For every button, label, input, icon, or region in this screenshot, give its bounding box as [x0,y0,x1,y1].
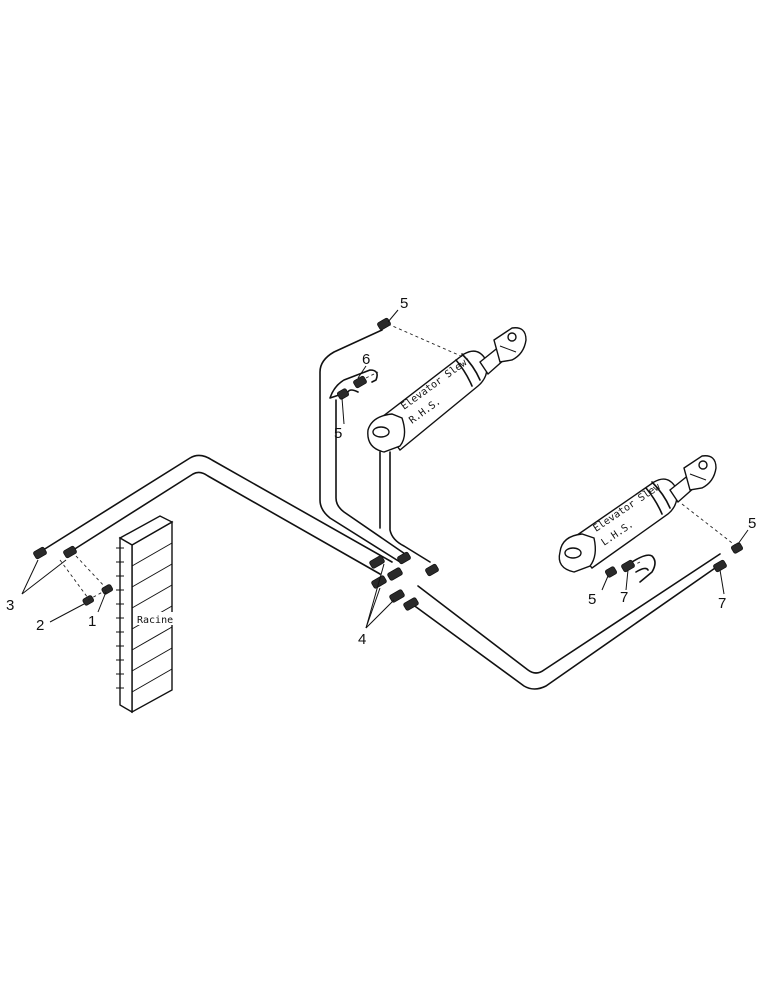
cylinder-rhs: Elevator Slew R.H.S. [367,327,527,453]
main-hose-lower [411,553,721,690]
adapter-fitting-2 [82,595,94,606]
adapter-fitting-7-lhs [621,559,635,573]
callout-1: 1 [88,613,96,630]
callout-4: 4 [358,631,366,648]
rhs-hose-run [319,329,431,563]
valve-label: Racine [137,615,173,626]
callout-7-right: 7 [718,595,726,612]
callout-5-top: 5 [400,295,408,312]
bulkhead-fitting-4a [369,555,385,569]
racine-valve-block: Racine [116,515,178,714]
main-hose-upper [39,454,393,575]
callout-2: 2 [36,617,44,634]
callout-6: 6 [362,351,370,368]
assembly-dashed-lines [59,323,737,601]
callout-leaders [21,309,749,629]
adapter-fitting-5-right [731,542,743,554]
bulkhead-fitting-4e [403,597,419,611]
callout-5-right: 5 [748,515,756,532]
callout-3: 3 [6,597,14,614]
adapter-fitting-6 [353,375,367,389]
elbow-fitting-center-a [397,551,411,565]
callout-numbers: 3 2 1 4 5 6 5 5 5 7 7 [6,295,756,648]
adapter-fitting-5-lhs [605,566,617,578]
bulkhead-fitting-4d [389,589,405,603]
elbow-fitting-center-b [425,563,439,577]
bulkhead-fitting-4b [387,567,403,581]
elbow-fitting-3a [33,546,47,560]
elbow-fitting-3b [63,545,77,559]
lhs-hose-loop [625,554,656,583]
adapter-fitting-7-right [713,559,727,573]
cylinder-lhs: Elevator Slew L.H.S. [558,455,717,573]
callout-5-lhs: 5 [588,591,596,608]
adapter-fitting-5-mid [337,388,349,400]
callout-7-lhs: 7 [620,589,628,606]
callout-5-mid: 5 [334,425,342,442]
adapter-fitting-1 [101,584,113,595]
